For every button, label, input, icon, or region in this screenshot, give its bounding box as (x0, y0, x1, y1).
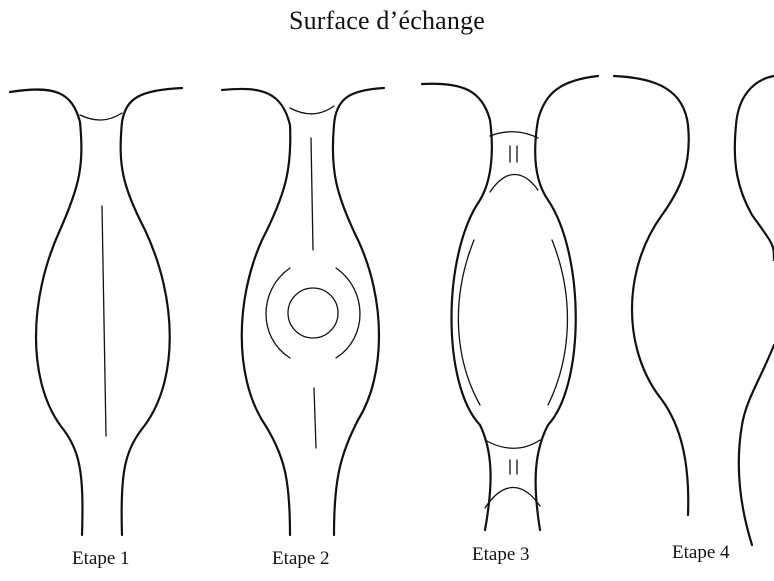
stage-1-right-membrane (121, 88, 182, 535)
stage-2-upper-line (311, 138, 313, 250)
stage-4-illustration (614, 76, 774, 545)
stage-2-left-membrane (222, 89, 290, 535)
stage-3-illustration (422, 76, 598, 530)
stage-2-lower-line (314, 388, 316, 448)
stage-1-left-membrane (10, 90, 82, 535)
step-label-3: Etape 3 (472, 544, 530, 566)
stage-3-bottom-pore-lower (485, 487, 540, 508)
stage-2-right-arc (336, 268, 360, 358)
step-label-2: Etape 2 (272, 548, 330, 570)
step-label-1: Etape 1 (72, 548, 130, 570)
stage-3-left-membrane (422, 84, 492, 530)
stage-1-center-line (102, 206, 106, 436)
stage-2-right-membrane (333, 88, 384, 535)
stage-2-vesicle (288, 288, 338, 338)
step-label-4: Etape 4 (672, 542, 730, 564)
stage-3-top-pore-upper (490, 132, 538, 138)
stage-4-left-membrane (614, 76, 689, 515)
stage-4-right-membrane-lower (739, 345, 774, 545)
stage-3-inner-left-arc (458, 240, 480, 405)
stage-3-inner-right-arc (548, 240, 567, 405)
stage-3-bottom-pore-upper (485, 440, 540, 448)
stage-4-right-membrane (735, 76, 774, 260)
stage-2-illustration (222, 88, 384, 535)
stage-1-contact-membrane (80, 113, 122, 120)
stage-1-illustration (10, 88, 182, 535)
stage-3-top-pore-lower (490, 174, 538, 192)
stage-2-contact-membrane (290, 106, 334, 114)
stage-2-left-arc (266, 268, 290, 358)
